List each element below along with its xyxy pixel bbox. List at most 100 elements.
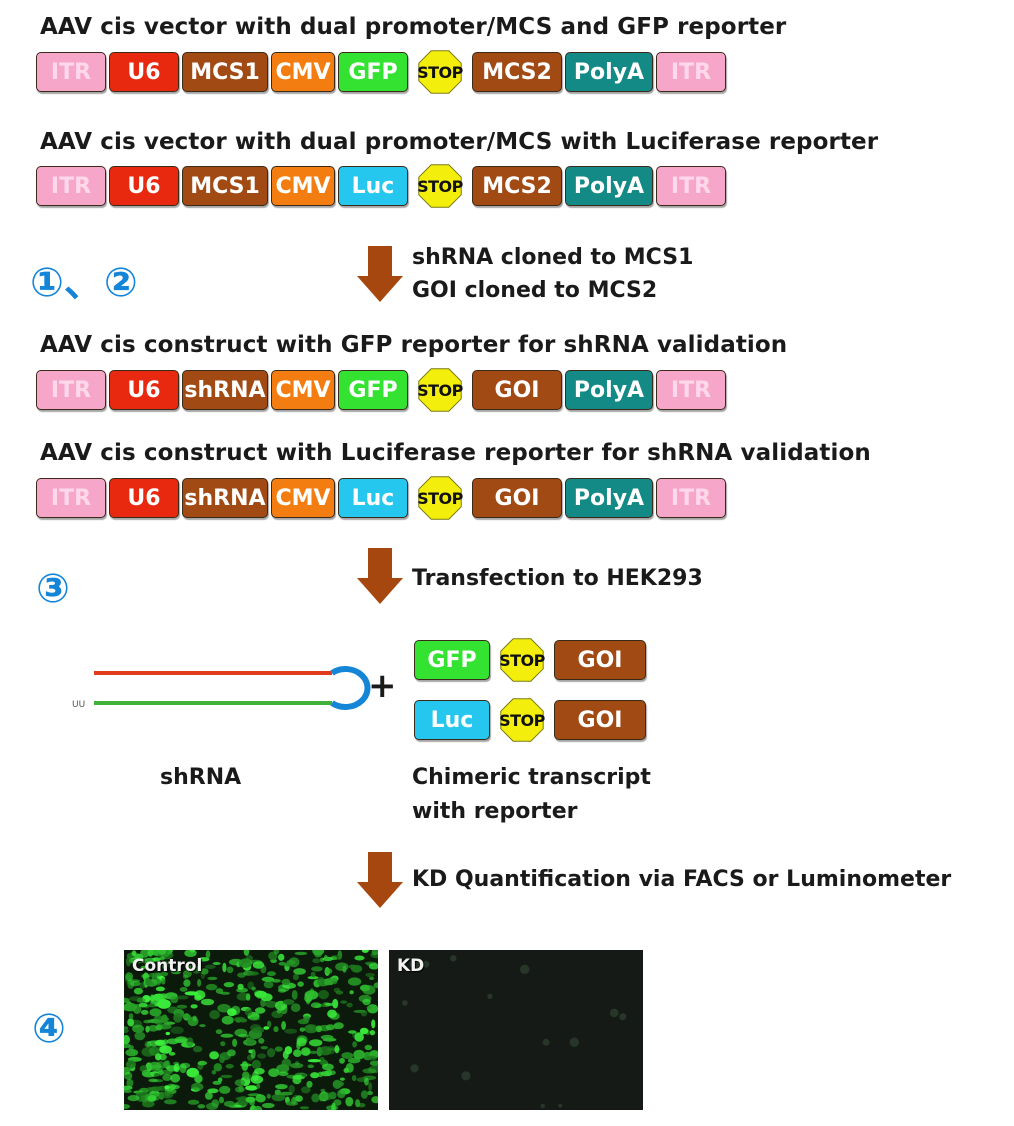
shrna-hairpin: UU	[72, 666, 371, 710]
segment-goi: GOI	[554, 700, 646, 740]
chimeric-label-line1: Chimeric transcript	[412, 765, 651, 790]
segment-label: PolyA	[573, 173, 645, 199]
segment-label: MCS1	[190, 173, 260, 199]
segment-label: ITR	[50, 59, 92, 85]
segment-label: GOI	[494, 377, 540, 403]
construct-title-gfp: AAV cis construct with GFP reporter for …	[40, 332, 788, 358]
segment-label: GFP	[427, 647, 477, 673]
segment-luc: Luc	[338, 166, 408, 206]
segment-itr: ITR	[656, 166, 726, 206]
segment-label: U6	[127, 173, 161, 199]
cloning-note-line1: shRNA cloned to MCS1	[412, 245, 694, 270]
chimeric-label-line2: with reporter	[412, 799, 578, 824]
segment-polya: PolyA	[565, 52, 653, 92]
segment-goi: GOI	[472, 478, 562, 518]
segment-gfp: GFP	[338, 52, 408, 92]
stop-octagon-icon	[500, 698, 544, 742]
vector-title-luc: AAV cis vector with dual promoter/MCS wi…	[40, 129, 879, 155]
segment-label: ITR	[670, 377, 712, 403]
segment-goi: GOI	[554, 640, 646, 680]
vector-title-gfp: AAV cis vector with dual promoter/MCS an…	[40, 14, 787, 40]
segment-label: CMV	[275, 59, 331, 85]
segment-luc: Luc	[338, 478, 408, 518]
segment-label: CMV	[275, 377, 331, 403]
segment-label: Luc	[351, 485, 395, 511]
segment-cmv: CMV	[271, 478, 335, 518]
segment-shrna: shRNA	[182, 478, 268, 518]
segment-label: shRNA	[184, 485, 266, 511]
segment-mcs2: MCS2	[472, 166, 562, 206]
stop-octagon-icon	[418, 368, 462, 412]
transfection-note: Transfection to HEK293	[412, 566, 703, 591]
segment-mcs2: MCS2	[472, 52, 562, 92]
control-fluorescence-image: Control	[124, 950, 378, 1110]
segment-label: ITR	[670, 59, 712, 85]
segment-label: MCS2	[482, 173, 552, 199]
segment-label: GFP	[348, 377, 398, 403]
segment-label: PolyA	[573, 377, 645, 403]
arrow-down-3	[357, 852, 403, 908]
segment-itr: ITR	[36, 478, 106, 518]
segment-label: GOI	[577, 707, 623, 733]
segment-label: U6	[127, 59, 161, 85]
segment-itr: ITR	[656, 370, 726, 410]
segment-polya: PolyA	[565, 370, 653, 410]
control-label: Control	[132, 956, 203, 976]
segment-label: ITR	[50, 485, 92, 511]
segment-label: ITR	[50, 377, 92, 403]
kd-label: KD	[397, 956, 425, 976]
segment-u6: U6	[109, 52, 179, 92]
segment-cmv: CMV	[271, 52, 335, 92]
segment-polya: PolyA	[565, 478, 653, 518]
segment-itr: ITR	[656, 52, 726, 92]
step-1-2-marker: ①、②	[30, 260, 138, 306]
segment-label: PolyA	[573, 59, 645, 85]
arrow-down-1	[357, 246, 403, 302]
segment-gfp: GFP	[338, 370, 408, 410]
segment-label: shRNA	[184, 377, 266, 403]
segment-label: ITR	[50, 173, 92, 199]
segment-luc: Luc	[414, 700, 490, 740]
segment-label: CMV	[275, 485, 331, 511]
step-3-marker: ③	[36, 566, 70, 612]
segment-itr: ITR	[36, 52, 106, 92]
segment-itr: ITR	[656, 478, 726, 518]
segment-goi: GOI	[472, 370, 562, 410]
shrna-label: shRNA	[160, 765, 242, 790]
segment-label: STOP	[499, 710, 545, 730]
segment-label: Luc	[430, 707, 474, 733]
segment-label: Luc	[351, 173, 395, 199]
segment-label: GFP	[348, 59, 398, 85]
stop-octagon-icon	[418, 50, 462, 94]
segment-stop: STOP	[411, 368, 469, 412]
stop-octagon-icon	[418, 476, 462, 520]
segment-mcs1: MCS1	[182, 166, 268, 206]
segment-stop: STOP	[411, 476, 469, 520]
segment-label: STOP	[417, 62, 463, 82]
arrow-down-2	[357, 548, 403, 604]
segment-shrna: shRNA	[182, 370, 268, 410]
segment-label: PolyA	[573, 485, 645, 511]
segment-stop: STOP	[493, 638, 551, 682]
segment-stop: STOP	[493, 698, 551, 742]
stop-octagon-icon	[418, 164, 462, 208]
quantification-note: KD Quantification via FACS or Luminomete…	[412, 867, 952, 892]
segment-label: ITR	[670, 173, 712, 199]
segment-cmv: CMV	[271, 370, 335, 410]
segment-cmv: CMV	[271, 166, 335, 206]
construct-title-luc: AAV cis construct with Luciferase report…	[40, 440, 871, 466]
segment-u6: U6	[109, 166, 179, 206]
segment-u6: U6	[109, 370, 179, 410]
step-4-marker: ④	[32, 1006, 66, 1052]
segment-label: MCS2	[482, 59, 552, 85]
cloning-note-line2: GOI cloned to MCS2	[412, 278, 658, 303]
segment-mcs1: MCS1	[182, 52, 268, 92]
segment-label: CMV	[275, 173, 331, 199]
segment-label: MCS1	[190, 59, 260, 85]
segment-itr: ITR	[36, 370, 106, 410]
segment-label: STOP	[417, 380, 463, 400]
segment-polya: PolyA	[565, 166, 653, 206]
hairpin-tail-text: UU	[72, 700, 85, 710]
plus-sign: +	[368, 666, 397, 706]
segment-stop: STOP	[411, 164, 469, 208]
